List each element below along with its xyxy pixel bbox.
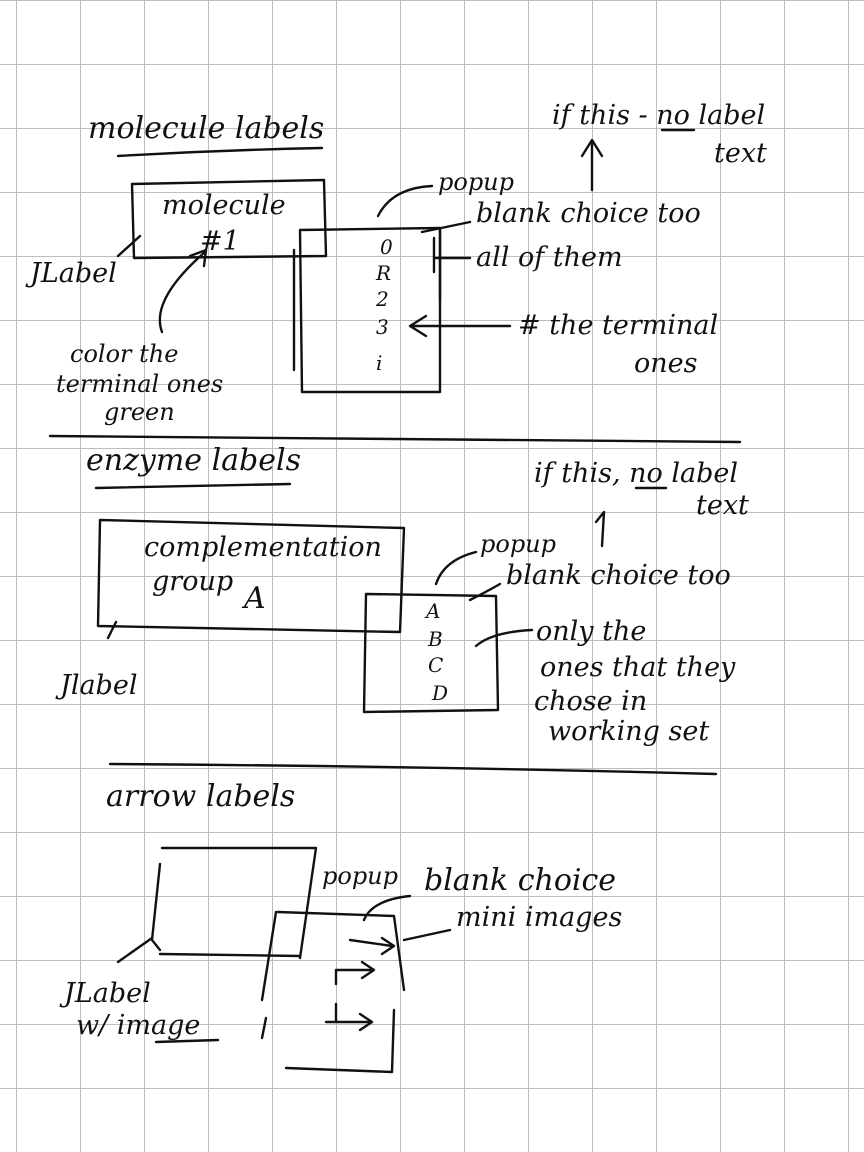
arrow-jlabel-pointer	[116, 936, 154, 964]
enzyme-no-label-note-1: if this, no label	[534, 458, 738, 489]
molecule-item-0: 0	[380, 235, 393, 259]
arrow-mini-pointer	[402, 928, 452, 942]
molecule-heading-underline	[116, 146, 324, 158]
molecule-blank-pointer	[420, 220, 472, 234]
enzyme-item-1: B	[427, 627, 443, 651]
arrow-mini-straight-icon	[348, 936, 396, 956]
molecule-heading: molecule labels	[88, 111, 324, 146]
enzyme-jlabel-text: Jlabel	[55, 670, 137, 701]
molecule-jlabel-text: JLabel	[25, 258, 117, 289]
molecule-all-bracket	[432, 236, 472, 274]
arrow-mini-images: mini images	[456, 902, 622, 933]
arrow-blank-pointer	[362, 894, 412, 922]
molecule-item-3: 3	[376, 315, 389, 339]
arrow-popup-sidebar	[260, 910, 278, 1002]
enzyme-item-3: D	[431, 681, 448, 705]
enzyme-only-note-4: working set	[548, 716, 709, 747]
molecule-item-1: R	[375, 261, 391, 285]
molecule-no-label-note-1: if this - no label	[552, 100, 765, 131]
molecule-no-label-note-2: text	[714, 138, 767, 169]
enzyme-box-line2: group	[152, 566, 233, 597]
molecule-jlabel-box	[130, 178, 328, 260]
arrow-popup-bottom-tick	[260, 1016, 268, 1040]
section-divider-1	[48, 434, 742, 444]
enzyme-box-line1: complementation	[144, 532, 382, 563]
molecule-jlabel-pointer	[116, 234, 142, 258]
enzyme-jlabel-box	[96, 518, 406, 634]
enzyme-only-bracket	[474, 628, 534, 648]
section-divider-2	[108, 762, 718, 776]
molecule-color-note-1: color the	[70, 340, 178, 368]
enzyme-blank-pointer	[468, 582, 502, 602]
molecule-up-arrow	[580, 138, 604, 192]
enzyme-popup-label: popup	[480, 530, 556, 558]
molecule-terminal-note-2: ones	[634, 348, 697, 379]
arrow-jlabel-text: JLabel	[59, 978, 151, 1009]
arrow-mini-tee-icon	[324, 1002, 374, 1032]
enzyme-heading-underline	[94, 482, 292, 490]
enzyme-only-note-1: only the	[536, 616, 646, 647]
arrow-jlabel-sub: w/ image	[76, 1010, 200, 1041]
enzyme-popup-pointer	[434, 550, 478, 586]
enzyme-blank-choice: blank choice too	[506, 560, 731, 591]
arrow-jlabel-box	[150, 846, 318, 960]
molecule-all-of-them: all of them	[476, 242, 623, 273]
enzyme-tick-mark	[594, 510, 606, 548]
arrow-mini-bent-icon	[334, 960, 376, 986]
arrow-popup-label: popup	[322, 862, 398, 890]
molecule-terminal-note-1: # the terminal	[518, 310, 718, 341]
arrow-popup-box	[276, 910, 406, 1074]
enzyme-jlabel-pointer	[106, 620, 118, 640]
molecule-popup-sidebar	[292, 228, 442, 372]
enzyme-item-0: A	[424, 599, 440, 623]
enzyme-popup-box	[362, 592, 500, 714]
arrow-image-underline	[154, 1038, 220, 1044]
enzyme-only-note-3: chose in	[534, 686, 647, 717]
molecule-popup-box	[298, 226, 442, 394]
molecule-terminal-arrow	[408, 314, 512, 338]
enzyme-only-note-2: ones that they	[540, 652, 736, 683]
molecule-box-line1: molecule	[162, 190, 286, 221]
enzyme-no-label-note-2: text	[696, 490, 749, 521]
molecule-popup-label: popup	[438, 168, 514, 196]
enzyme-heading: enzyme labels	[86, 443, 301, 478]
arrow-blank-choice: blank choice	[424, 863, 616, 898]
enzyme-item-2: C	[428, 653, 443, 677]
enzyme-box-letter: A	[241, 581, 266, 616]
molecule-color-note-3: green	[104, 398, 175, 426]
molecule-item-4: i	[376, 351, 382, 375]
molecule-blank-choice: blank choice too	[476, 198, 701, 229]
molecule-color-note-2: terminal ones	[56, 370, 223, 398]
molecule-color-arrow	[158, 248, 208, 334]
molecule-item-2: 2	[375, 287, 389, 311]
molecule-popup-pointer	[376, 184, 434, 218]
arrow-heading: arrow labels	[106, 779, 295, 814]
